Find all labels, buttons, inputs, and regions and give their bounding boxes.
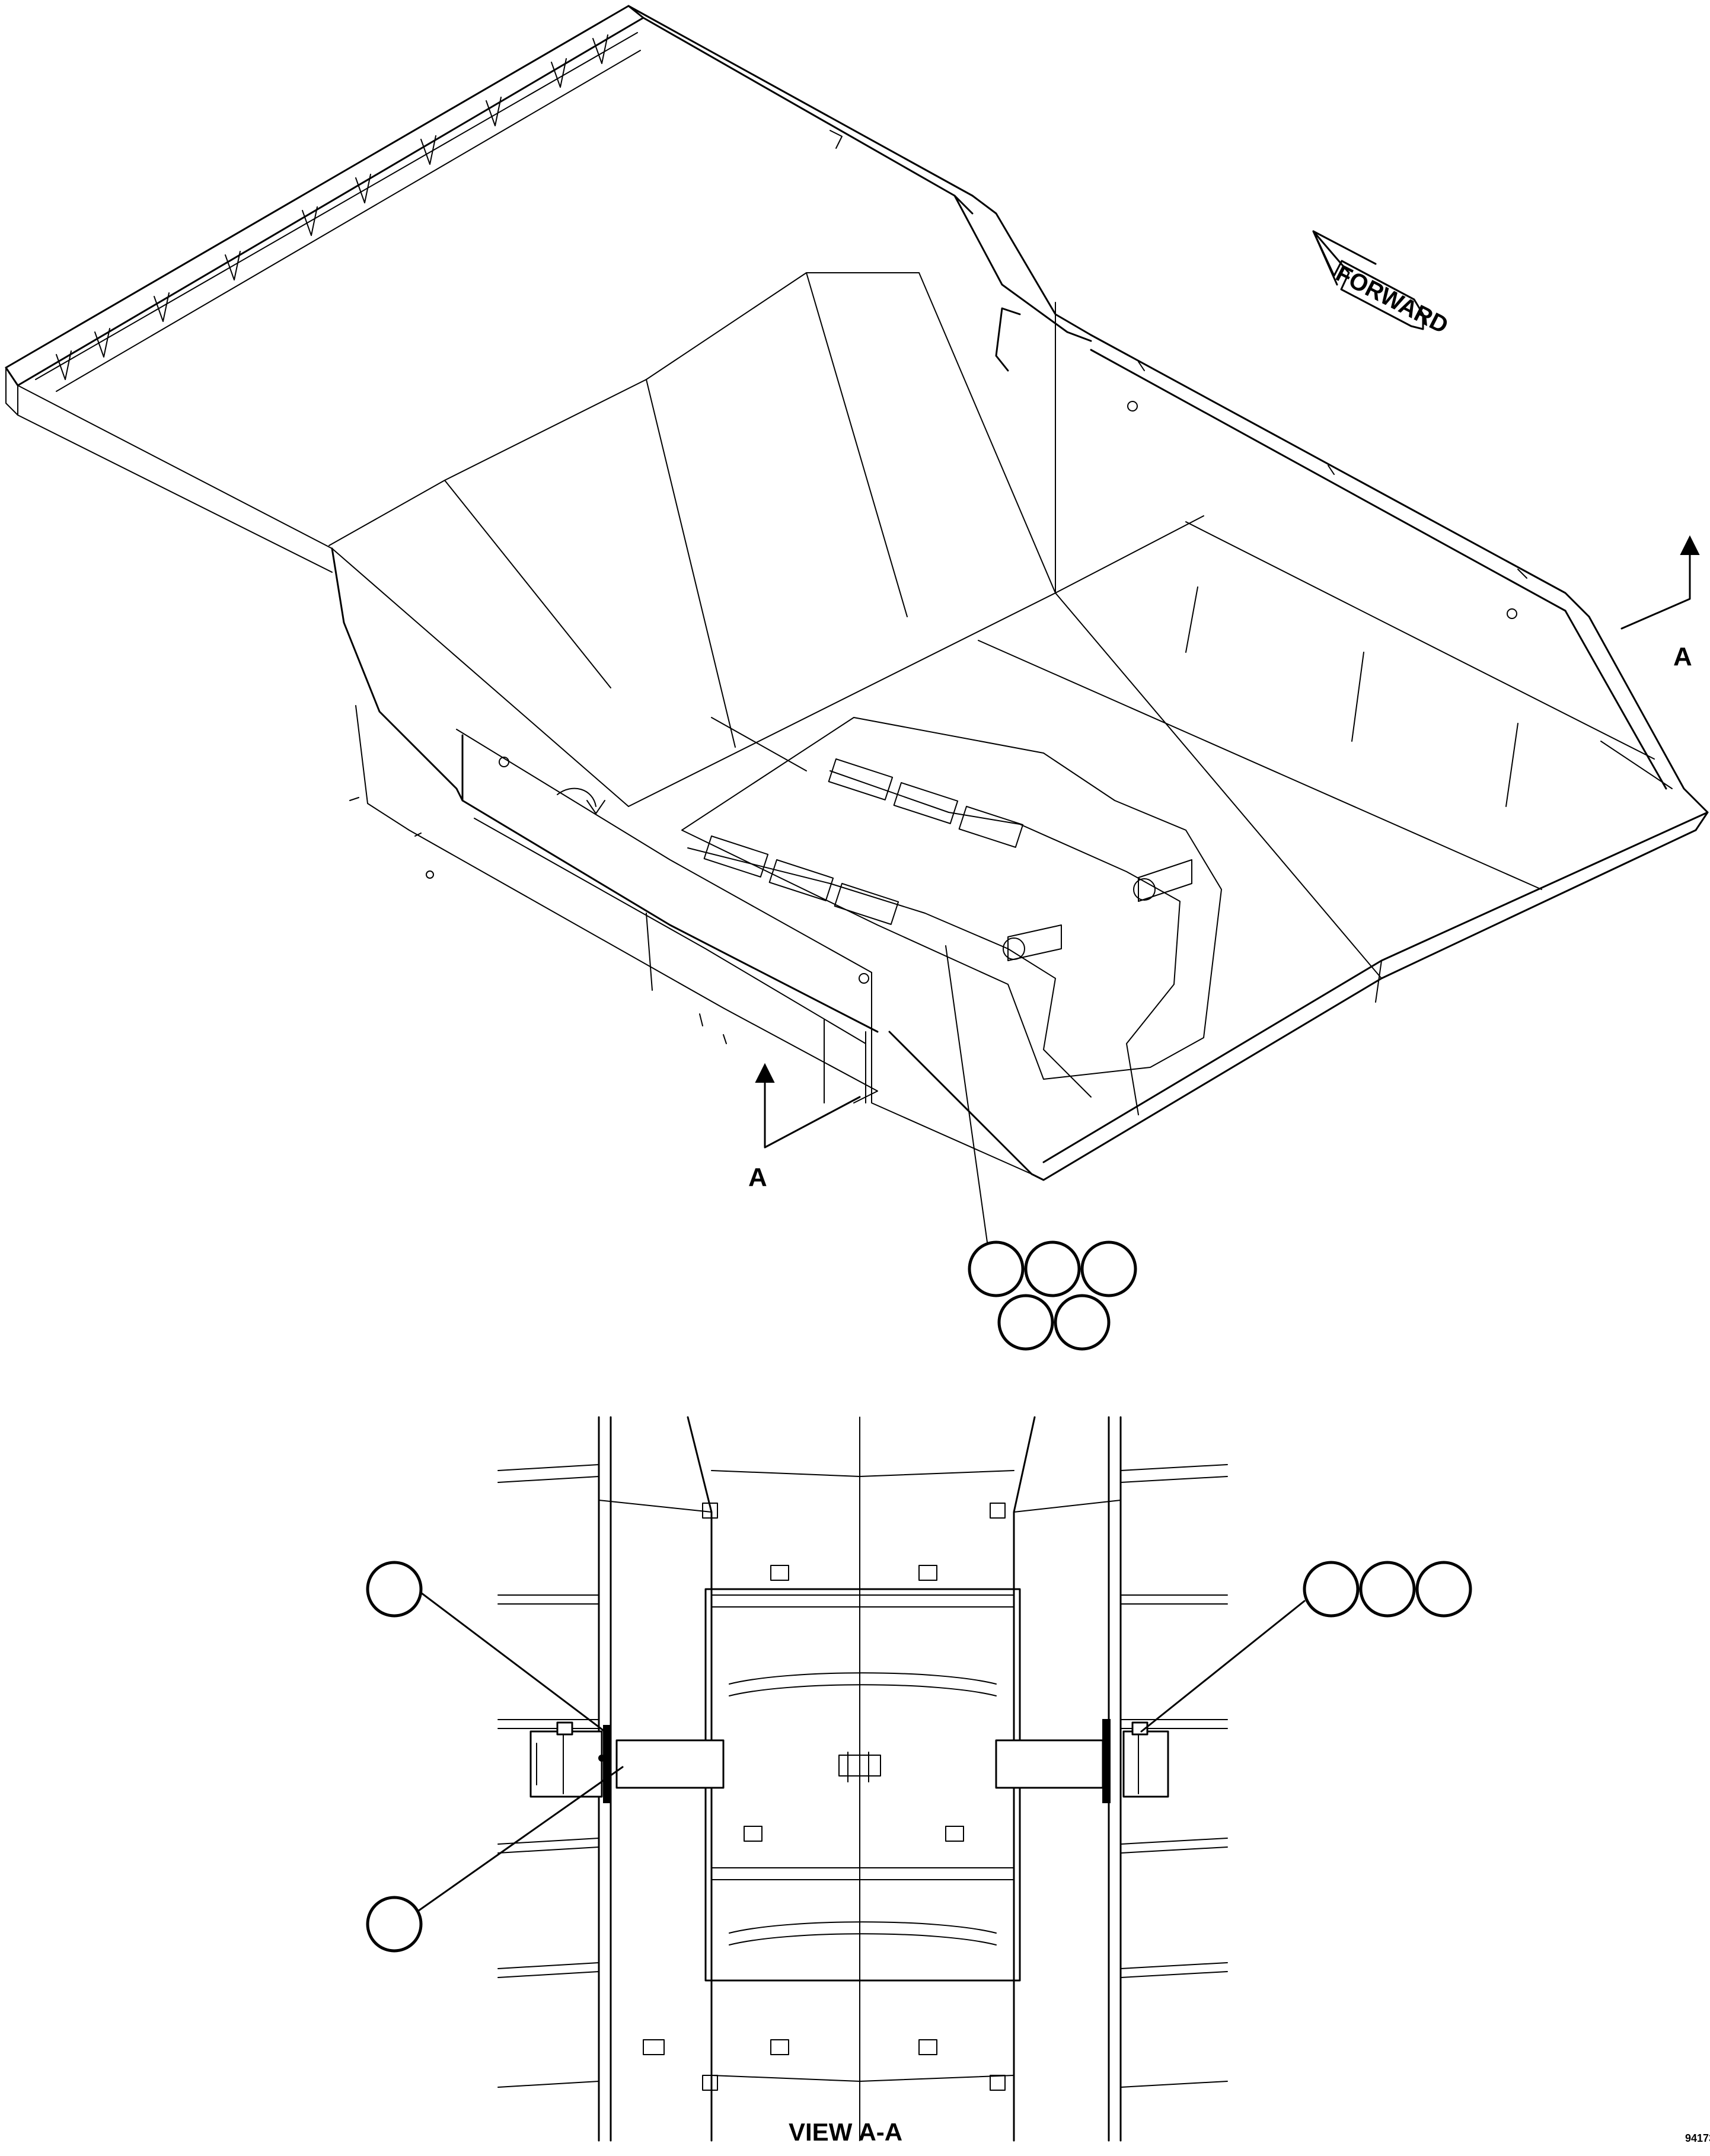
callout-balloon: [366, 1896, 423, 1953]
leader-line: [1140, 1600, 1306, 1733]
callout-balloon: [1024, 1240, 1081, 1297]
callout-balloon: [366, 1561, 423, 1618]
callout-balloon: [1359, 1561, 1416, 1618]
forward-arrow: FORWARD: [1312, 230, 1452, 339]
callout-balloon: [1080, 1240, 1137, 1297]
section-arrow-right: A: [1620, 535, 1700, 671]
callout-balloon: [1415, 1561, 1472, 1618]
right-pivot-pin: [995, 1719, 1169, 1803]
mounting-brackets: [643, 1503, 1006, 2091]
section-arrow-left: A: [748, 1063, 861, 1192]
callout-cluster-top: [968, 1240, 1137, 1351]
callout-balloon: [1054, 1294, 1111, 1351]
dump-body-isometric: [5, 5, 1709, 1243]
callout-balloon: [997, 1294, 1054, 1351]
sensor-harness: [687, 758, 1192, 1115]
callout-balloon: [968, 1240, 1025, 1297]
rail-gussets: [56, 34, 608, 380]
left-pivot-pin: [529, 1721, 725, 1803]
leader-line: [415, 1588, 606, 1733]
forward-label: FORWARD: [1332, 260, 1452, 339]
view-a-a: VIEW A-A: [366, 1416, 1472, 2146]
section-label-left: A: [748, 1163, 767, 1192]
view-title: VIEW A-A: [789, 2118, 902, 2146]
callout-balloon: [1303, 1561, 1360, 1618]
side-hinge-plate: [426, 401, 1517, 984]
leader-line: [415, 1766, 624, 1913]
drawing-number: 94173: [1685, 2132, 1710, 2144]
section-label-right: A: [1673, 642, 1692, 671]
